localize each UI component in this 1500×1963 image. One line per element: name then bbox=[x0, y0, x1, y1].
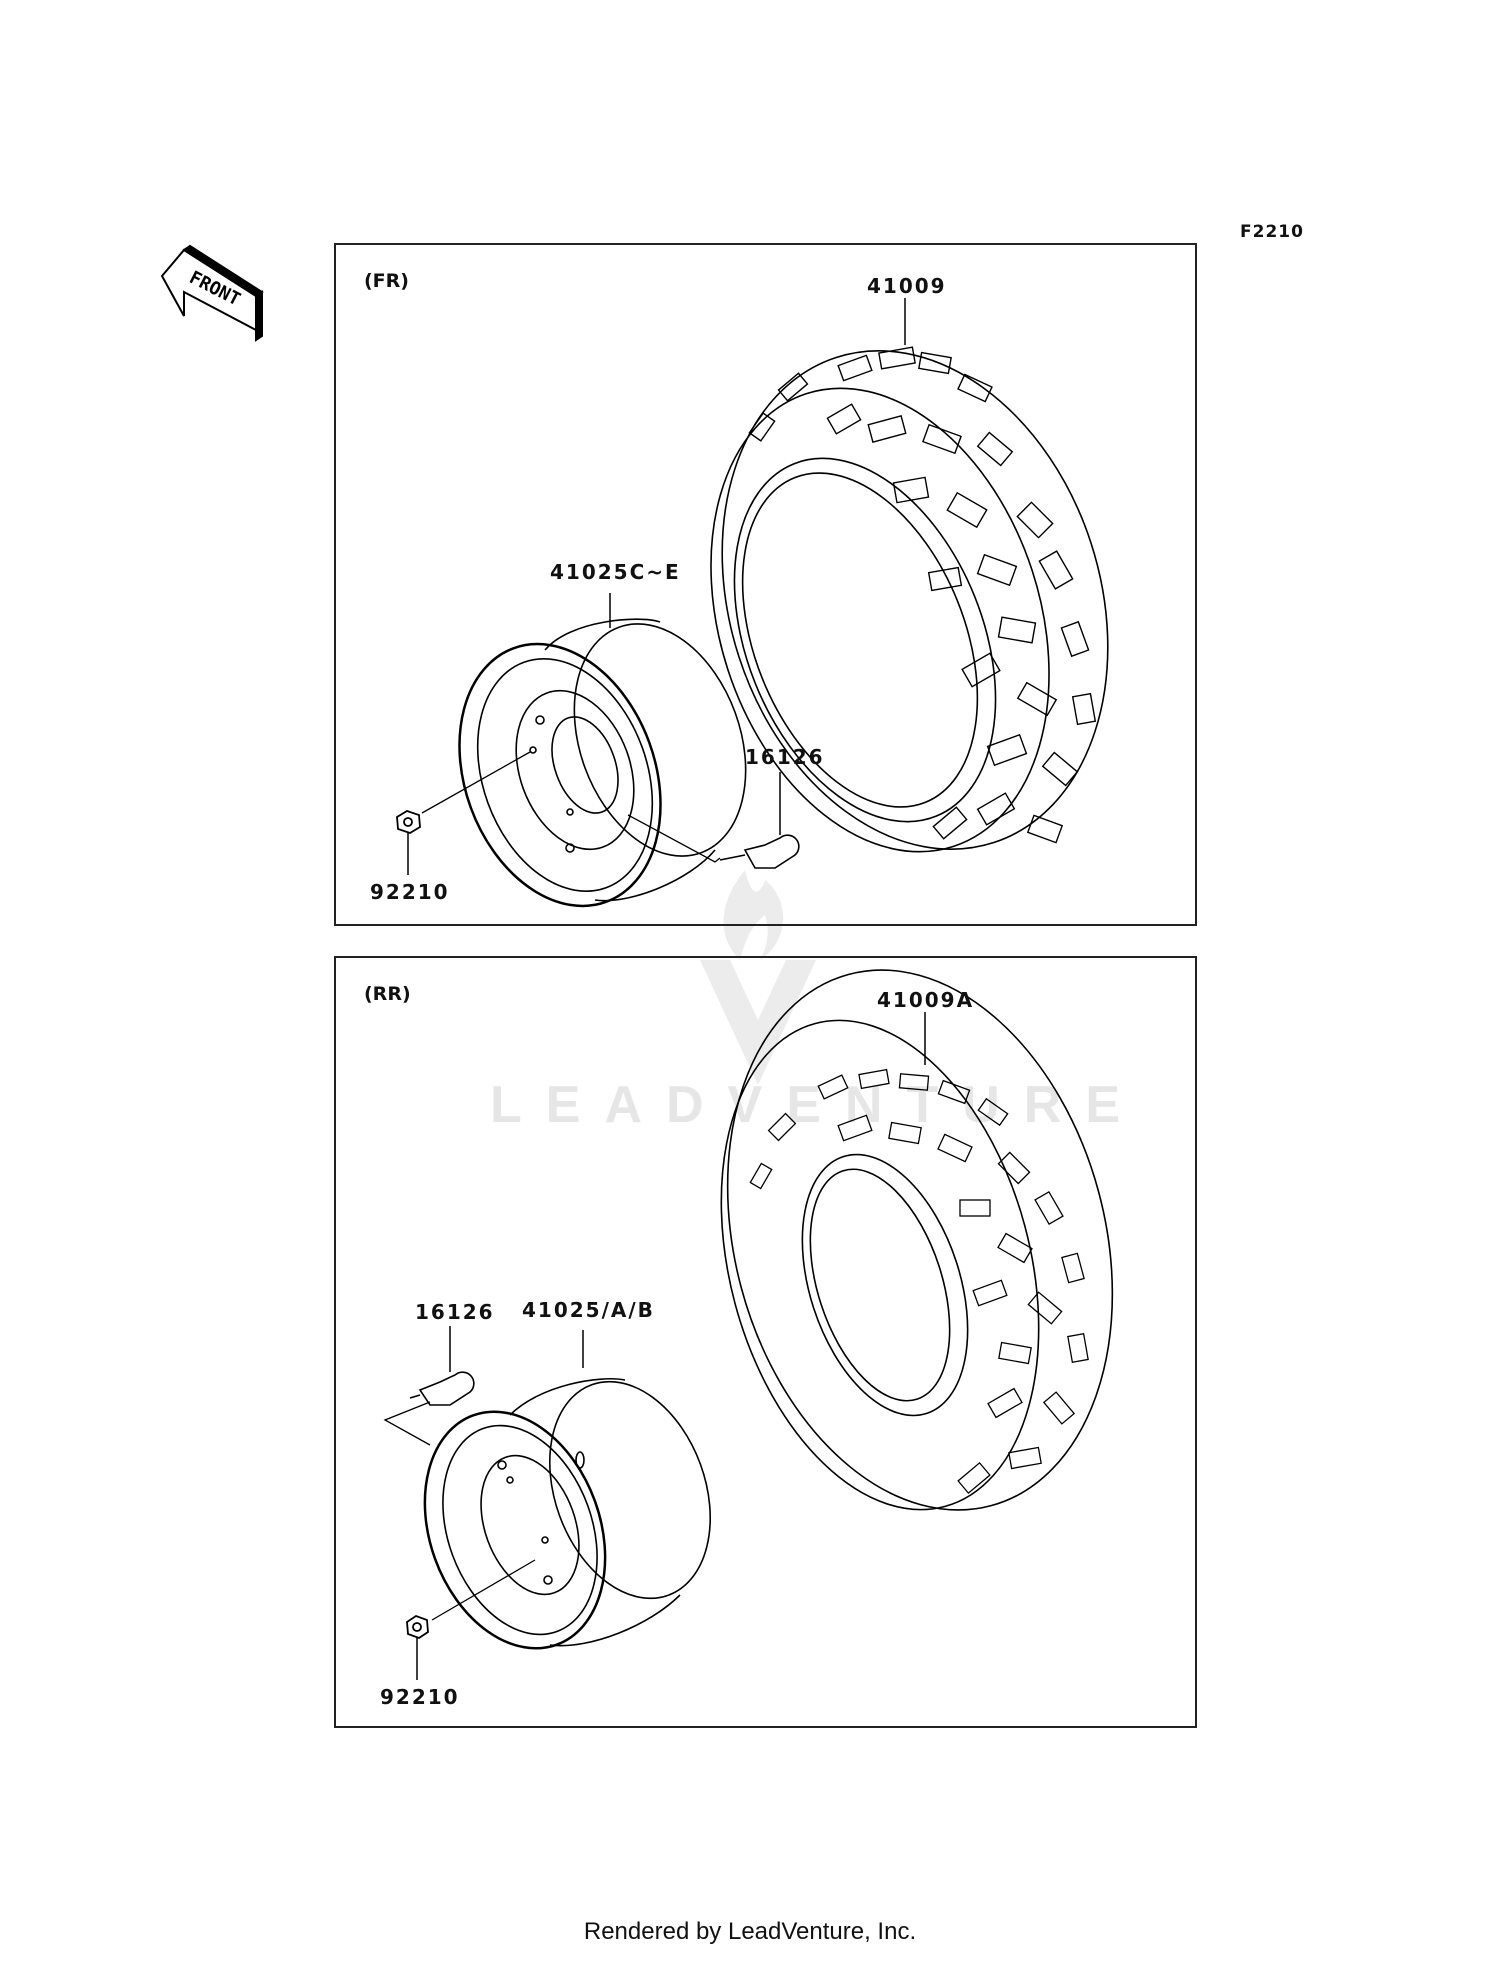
rear-rim-drawing bbox=[423, 1377, 712, 1650]
front-arrow-icon: FRONT bbox=[160, 244, 264, 342]
rear-tire-drawing bbox=[720, 969, 1114, 1511]
part-label-front-nut[interactable]: 92210 bbox=[370, 880, 450, 904]
front-rim-drawing bbox=[458, 618, 747, 908]
panel-label-front: (FR) bbox=[364, 270, 409, 292]
part-label-rear-tire[interactable]: 41009A bbox=[877, 988, 975, 1012]
watermark-text: LEADVENTURE bbox=[490, 1076, 1145, 1134]
front-valve-stem-drawing bbox=[719, 834, 800, 869]
rear-valve-stem-drawing bbox=[409, 1371, 475, 1406]
footer-credit: Rendered by LeadVenture, Inc. bbox=[583, 1918, 917, 1945]
part-label-front-valve-stem[interactable]: 16126 bbox=[745, 745, 825, 769]
panel-label-rear: (RR) bbox=[364, 983, 411, 1005]
part-label-front-tire[interactable]: 41009 bbox=[867, 274, 947, 298]
front-tire-drawing bbox=[710, 346, 1109, 853]
part-label-rear-rim[interactable]: 41025/A/B bbox=[522, 1298, 655, 1322]
diagram-code: F2210 bbox=[1240, 222, 1304, 242]
part-label-front-rim[interactable]: 41025C~E bbox=[550, 560, 681, 584]
part-label-rear-valve-stem[interactable]: 16126 bbox=[415, 1300, 495, 1324]
front-wheel-panel: (FR) bbox=[334, 243, 1197, 926]
part-label-rear-nut[interactable]: 92210 bbox=[380, 1685, 460, 1709]
watermark-logo-icon bbox=[700, 870, 816, 1085]
rear-wheel-panel: (RR) bbox=[334, 956, 1197, 1728]
rear-nut-drawing bbox=[406, 1614, 429, 1640]
front-nut-drawing bbox=[396, 810, 421, 834]
